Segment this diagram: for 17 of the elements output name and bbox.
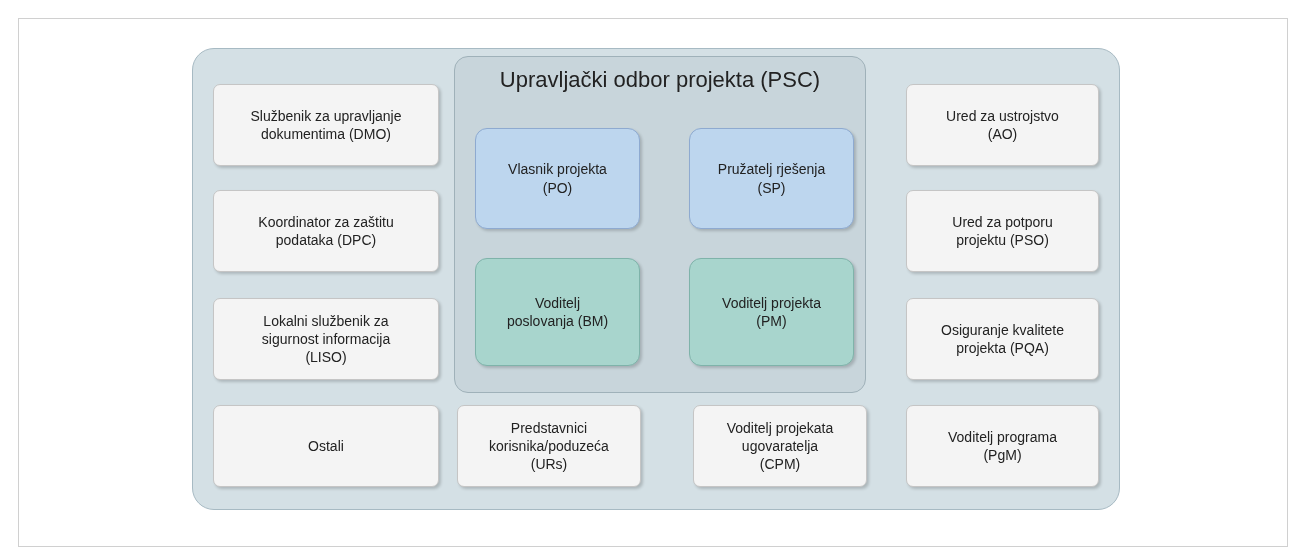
role-box: Voditelj poslovanja (BM) [475, 258, 640, 366]
role-box: Voditelj programa (PgM) [906, 405, 1099, 487]
role-box: Predstavnici korisnika/poduzeća (URs) [457, 405, 641, 487]
role-box: Ured za potporu projektu (PSO) [906, 190, 1099, 272]
role-box: Lokalni službenik za sigurnost informacija (LISO) [213, 298, 439, 380]
role-box: Ured za ustrojstvo (AO) [906, 84, 1099, 166]
role-box: Službenik za upravljanje dokumentima (DMO) [213, 84, 439, 166]
group-panel [192, 48, 1120, 510]
role-box: Voditelj projekata ugovaratelja (CPM) [693, 405, 867, 487]
committee-panel [454, 56, 866, 393]
panel-title: Upravljački odbor projekta (PSC) [498, 67, 822, 93]
role-box: Vlasnik projekta (PO) [475, 128, 640, 229]
role-box: Ostali [213, 405, 439, 487]
role-box: Koordinator za zaštitu podataka (DPC) [213, 190, 439, 272]
role-box: Pružatelj rješenja (SP) [689, 128, 854, 229]
role-box: Osiguranje kvalitete projekta (PQA) [906, 298, 1099, 380]
role-box: Voditelj projekta (PM) [689, 258, 854, 366]
